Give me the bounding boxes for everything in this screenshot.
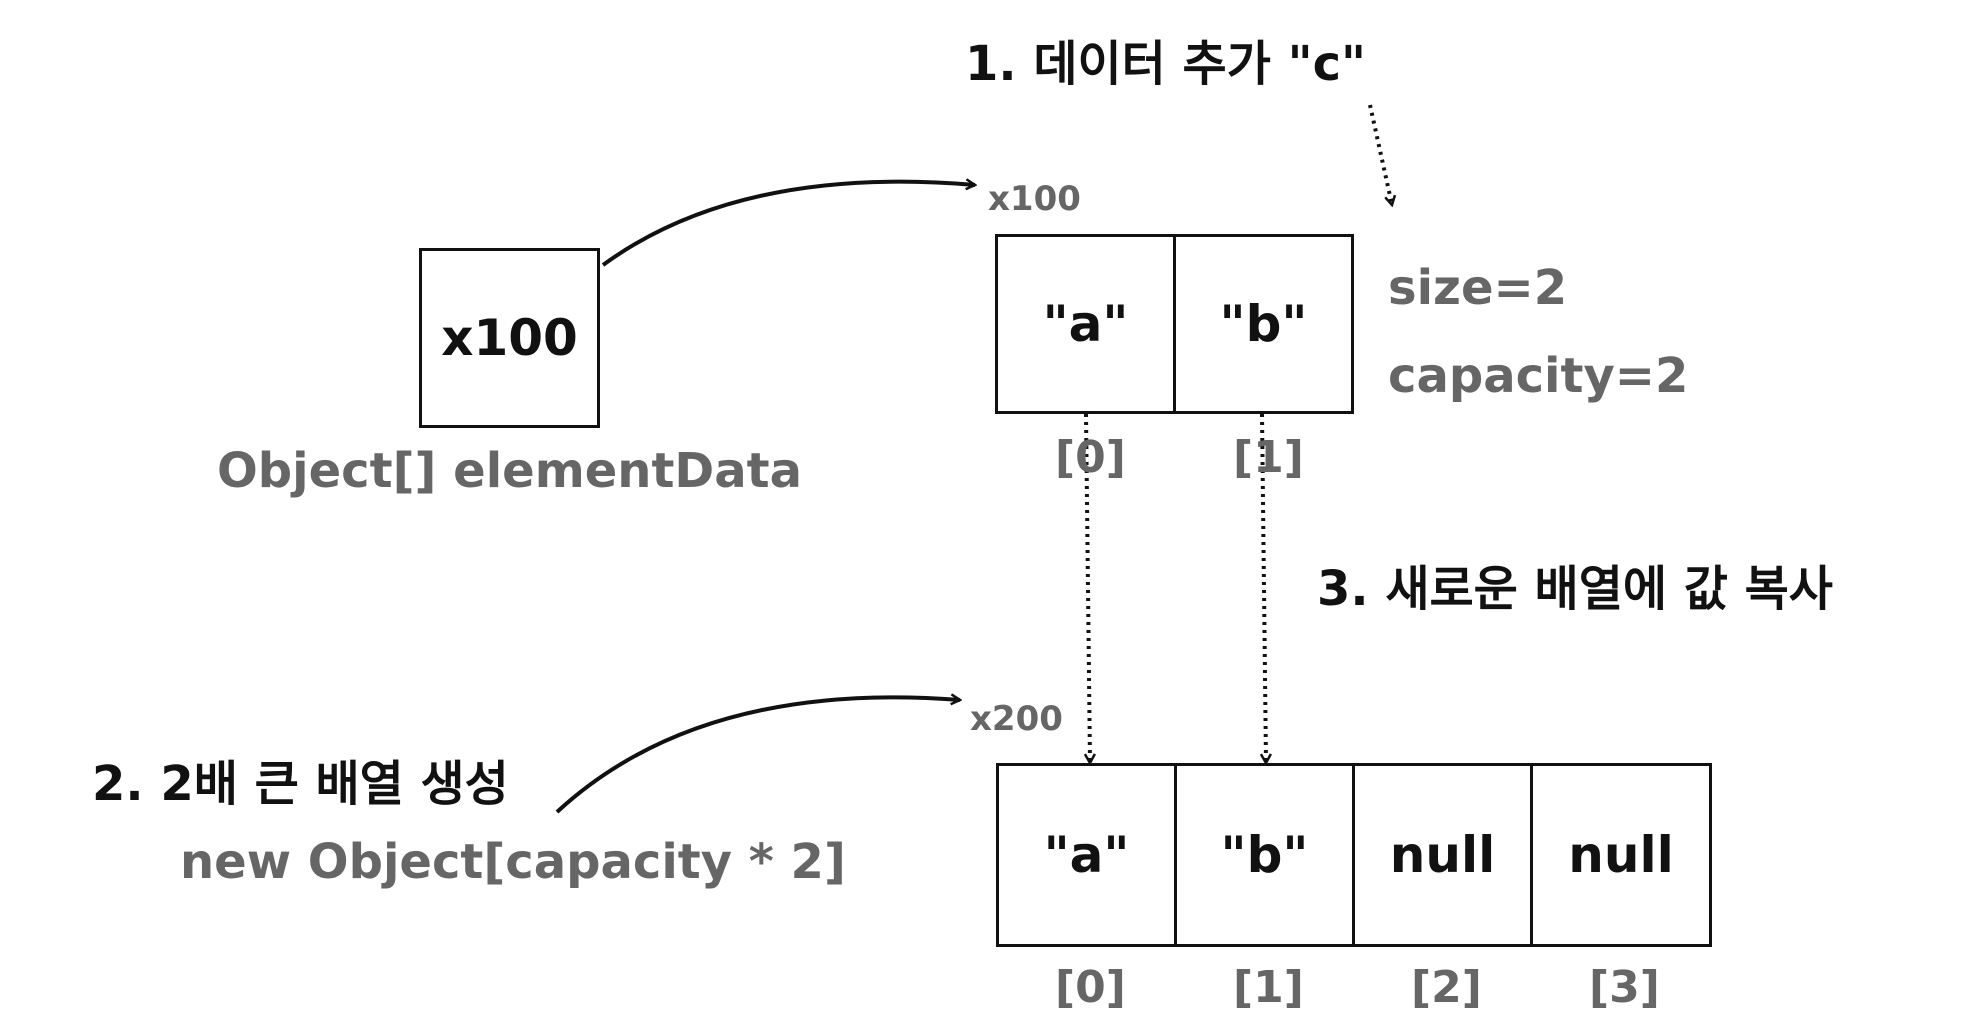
add-c-arrow	[1368, 104, 1392, 205]
new-array-address: x200	[970, 699, 1063, 739]
new-array-cell-2: null	[1352, 763, 1533, 947]
old-array-cell-0: "a"	[995, 234, 1176, 414]
new-array-cell-3-value: null	[1568, 826, 1674, 884]
copy-arrow-1	[1262, 413, 1266, 763]
step2-code: new Object[capacity * 2]	[180, 834, 846, 890]
copy-arrow-0	[1086, 413, 1090, 763]
new-array-index-0: [0]	[1055, 962, 1126, 1013]
new-array-cell-3: null	[1530, 763, 1712, 947]
old-array-cell-1-value: "b"	[1219, 295, 1308, 353]
old-array-cell-0-value: "a"	[1042, 295, 1129, 353]
new-array-cell-0: "a"	[996, 763, 1177, 947]
element-data-label: Object[] elementData	[217, 443, 802, 499]
element-data-value: x100	[441, 309, 578, 367]
new-array-cell-1: "b"	[1174, 763, 1355, 947]
new-array-index-2: [2]	[1411, 962, 1482, 1013]
step2-label: 2. 2배 큰 배열 생성	[92, 756, 509, 812]
old-array-index-0: [0]	[1055, 432, 1126, 483]
new-array-cell-2-value: null	[1389, 826, 1496, 884]
new-array-cell-0-value: "a"	[1043, 826, 1130, 884]
old-array-cell-1: "b"	[1173, 234, 1354, 414]
element-data-box: x100	[419, 248, 600, 428]
reference-arrow-new	[555, 697, 960, 814]
reference-arrow-old	[601, 182, 975, 267]
step3-label: 3. 새로운 배열에 값 복사	[1317, 561, 1833, 617]
new-array-cell-1-value: "b"	[1220, 826, 1309, 884]
old-array-address: x100	[988, 179, 1081, 219]
size-label: size=2	[1388, 260, 1568, 316]
old-array-index-1: [1]	[1233, 432, 1304, 483]
new-array-index-3: [3]	[1589, 962, 1660, 1013]
new-array-index-1: [1]	[1233, 962, 1304, 1013]
step1-label: 1. 데이터 추가 "c"	[965, 36, 1367, 92]
capacity-label: capacity=2	[1388, 348, 1689, 404]
